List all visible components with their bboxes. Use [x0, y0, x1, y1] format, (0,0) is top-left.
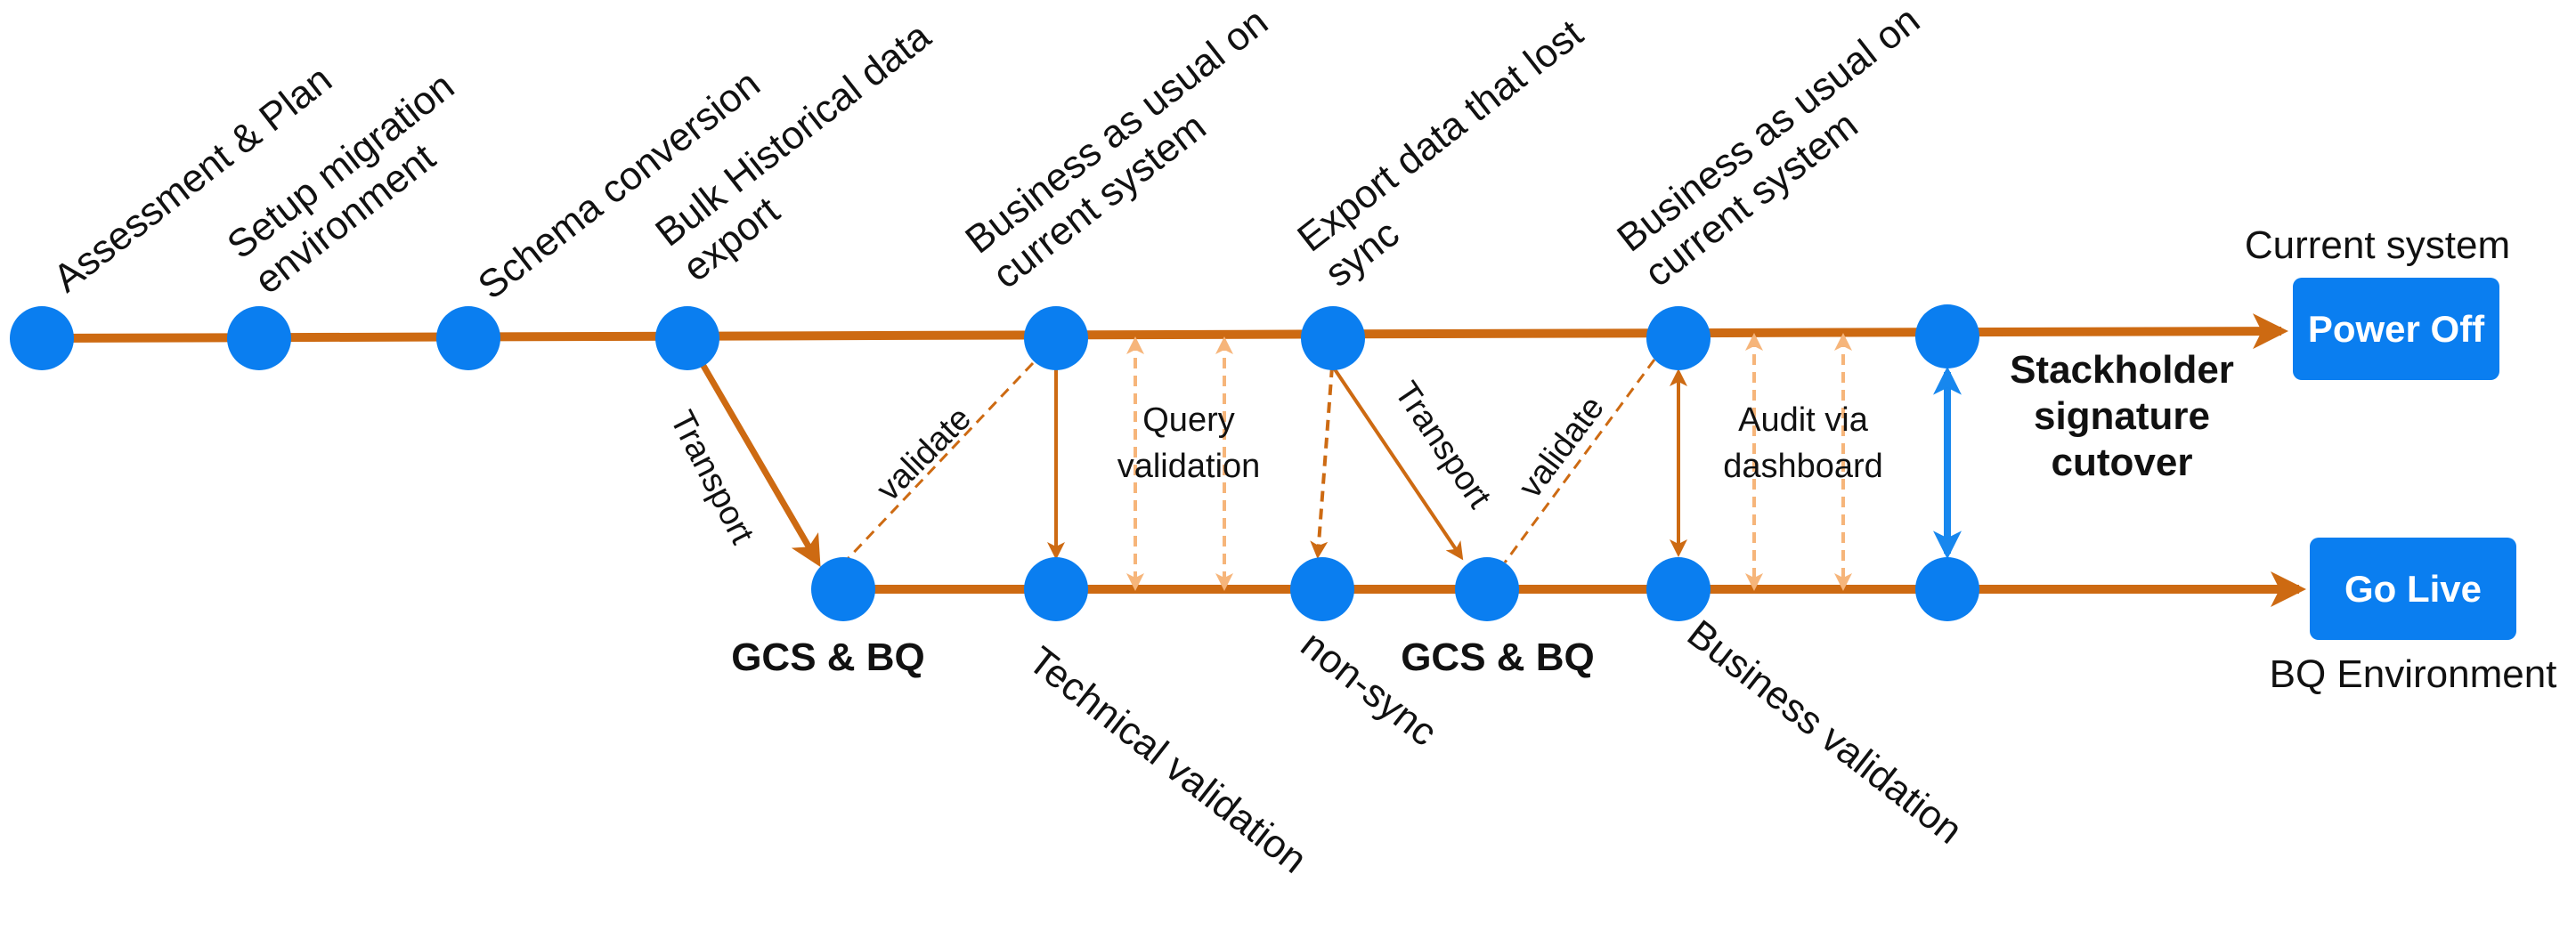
non-sync-arrow — [1310, 366, 1334, 559]
bottom-label-gcs-bq-1: GCS & BQ — [731, 636, 925, 679]
stage-label-bau-2: Business as usual oncurrent system — [1609, 0, 1955, 295]
dashed-connectors — [844, 333, 1852, 591]
node-export-lost-sync — [1301, 306, 1365, 370]
top-stage-labels: Assessment & Plan Setup migrationenviron… — [45, 0, 1955, 308]
bottom-label-gcs-bq-2: GCS & BQ — [1401, 636, 1595, 679]
bottom-label-technical-validation: Technical validation — [1020, 638, 1315, 882]
bq-environment-caption: BQ Environment — [2270, 652, 2557, 696]
transport-arrow-1 — [684, 336, 821, 568]
node-bulk-export — [655, 306, 719, 370]
node-cutover-top — [1915, 304, 1979, 368]
transport-arrow-2 — [1331, 365, 1464, 561]
node-gcs-bq-2 — [1455, 557, 1519, 621]
node-technical-validation — [1024, 557, 1088, 621]
current-system-caption: Current system — [2245, 223, 2510, 267]
go-live-button-label: Go Live — [2344, 568, 2482, 610]
node-gcs-bq-1 — [811, 557, 875, 621]
edge-label-transport-2: Transport — [1387, 376, 1499, 515]
top-nodes — [10, 304, 1979, 370]
edge-label-transport-1: Transport — [662, 405, 761, 550]
node-non-sync — [1290, 557, 1354, 621]
node-bau-1 — [1024, 306, 1088, 370]
power-off-button[interactable]: Power Off — [2293, 278, 2499, 380]
stage-label-bau-1: Business as usual oncurrent system — [957, 0, 1304, 297]
current-system-line — [41, 313, 2288, 350]
validate-line-1 — [844, 361, 1035, 563]
stage-label-export-lost-sync: Export data that lostsync — [1289, 12, 1618, 295]
bottom-label-business-validation: Business validation — [1679, 611, 1971, 853]
connector-arrows — [684, 336, 1962, 568]
edge-label-validate-2: validate — [1512, 390, 1612, 506]
edge-label-validate-1: validate — [870, 400, 979, 508]
power-off-button-label: Power Off — [2308, 308, 2485, 350]
node-cutover-bottom — [1915, 557, 1979, 621]
go-live-button[interactable]: Go Live — [2310, 538, 2516, 640]
bottom-stage-labels: GCS & BQ Technical validation non-sync G… — [731, 611, 1971, 882]
node-schema — [436, 306, 500, 370]
node-bau-2 — [1646, 306, 1711, 370]
node-business-validation — [1646, 557, 1711, 621]
bottom-nodes — [811, 557, 1979, 621]
node-assessment — [10, 306, 74, 370]
node-setup — [227, 306, 291, 370]
validate-line-2 — [1503, 359, 1656, 563]
